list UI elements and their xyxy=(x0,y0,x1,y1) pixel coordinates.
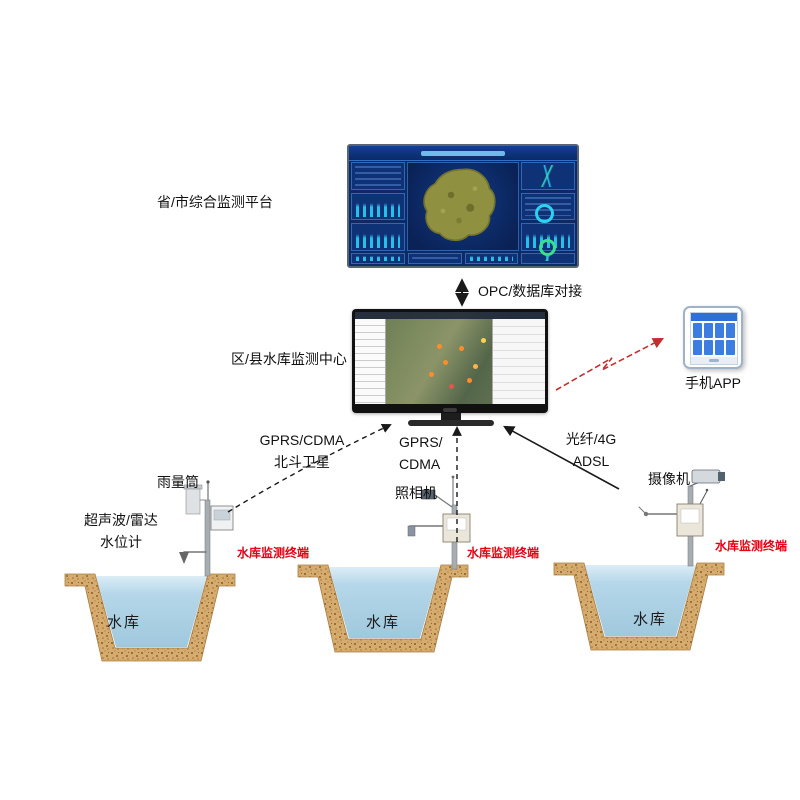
map-station-markers xyxy=(443,360,448,365)
dashboard-title-bar xyxy=(421,150,505,156)
app-icon xyxy=(726,323,735,338)
reservoir-pit-1 xyxy=(64,573,236,662)
reservoir-label-2: 水库 xyxy=(366,614,401,631)
app-icon xyxy=(704,340,713,355)
link-phone-wireless-arrow xyxy=(555,337,664,391)
rain-gauge-label: 雨量筒 xyxy=(157,474,199,490)
link-right-line1: 光纤/4G xyxy=(565,431,617,447)
app-icon xyxy=(715,323,724,338)
phone-home-bar xyxy=(691,357,737,364)
dashboard-map-panel xyxy=(407,162,519,251)
station-1-equipment xyxy=(179,480,234,577)
center-label: 区/县水库监测中心 xyxy=(231,351,347,367)
antenna-icon xyxy=(451,475,455,479)
link-right-fiber-arrow xyxy=(503,425,620,490)
app-icon xyxy=(726,340,735,355)
antenna-icon xyxy=(206,480,210,484)
mobile-phone xyxy=(683,306,743,369)
photo-camera-label: 照相机 xyxy=(395,485,437,501)
monitor-map-screen xyxy=(355,312,545,404)
app-icon xyxy=(715,340,724,355)
link-right-line2: ADSL xyxy=(572,453,610,469)
water-level-label: 超声波/雷达 水位计 xyxy=(74,509,168,553)
water-level-sensor-icon xyxy=(179,552,189,564)
phone-screen xyxy=(690,312,738,365)
opc-link-label: OPC/数据库对接 xyxy=(478,283,583,299)
app-icon xyxy=(693,340,702,355)
app-icon xyxy=(693,323,702,338)
link-middle-line2: CDMA xyxy=(399,456,441,472)
app-icon xyxy=(704,323,713,338)
platform-label: 省/市综合监测平台 xyxy=(157,194,273,210)
link-left-line2: 北斗卫星 xyxy=(274,454,330,470)
phone-app-grid xyxy=(691,321,737,357)
provincial-platform-screen xyxy=(347,144,579,268)
dashboard-header xyxy=(349,146,577,161)
phone-app-header xyxy=(691,313,737,321)
monitor-stand-base xyxy=(408,420,494,426)
water-level-line2: 水位计 xyxy=(100,534,142,550)
water-level-line1: 超声波/雷达 xyxy=(84,512,158,528)
link-right-label: 光纤/4G ADSL xyxy=(556,428,626,472)
link-middle-label: GPRS/ CDMA xyxy=(399,431,443,475)
reservoir-label-1: 水库 xyxy=(107,614,142,631)
reservoir-label-3: 水库 xyxy=(633,611,668,628)
monitor-data-table xyxy=(492,319,545,404)
reservoir-pit-2 xyxy=(297,564,469,653)
link-middle-line1: GPRS/ xyxy=(399,434,443,450)
terminal-label-2: 水库监测终端 xyxy=(467,546,540,560)
dashboard-footer-panels xyxy=(351,253,575,264)
station-1-pole xyxy=(204,499,211,577)
county-center-monitor xyxy=(352,309,548,413)
photo-camera-icon xyxy=(421,489,436,500)
gauge-ring-icon xyxy=(535,204,554,223)
monitor-toolbar xyxy=(355,312,545,319)
station-3-equipment xyxy=(638,469,725,567)
link-left-label: GPRS/CDMA 北斗卫星 xyxy=(252,429,352,473)
phone-app-label: 手机APP xyxy=(684,375,741,391)
monitor-brand-logo xyxy=(443,408,457,412)
video-camera-icon xyxy=(691,469,721,484)
video-camera-label: 摄像机 xyxy=(648,471,690,487)
region-map-icon xyxy=(423,168,496,241)
monitor-stand-neck xyxy=(441,413,461,421)
monitor-layer-panel xyxy=(355,319,386,404)
link-left-line1: GPRS/CDMA xyxy=(259,432,345,448)
terminal-label-1: 水库监测终端 xyxy=(237,546,310,560)
rain-gauge-icon xyxy=(185,488,201,515)
terminal-label-3: 水库监测终端 xyxy=(715,539,788,553)
dashboard-left-panels xyxy=(351,162,405,252)
reservoir-pit-3 xyxy=(553,562,725,651)
gauge-ring-icon xyxy=(539,239,556,256)
link-left-gprs-arrow xyxy=(227,423,392,513)
